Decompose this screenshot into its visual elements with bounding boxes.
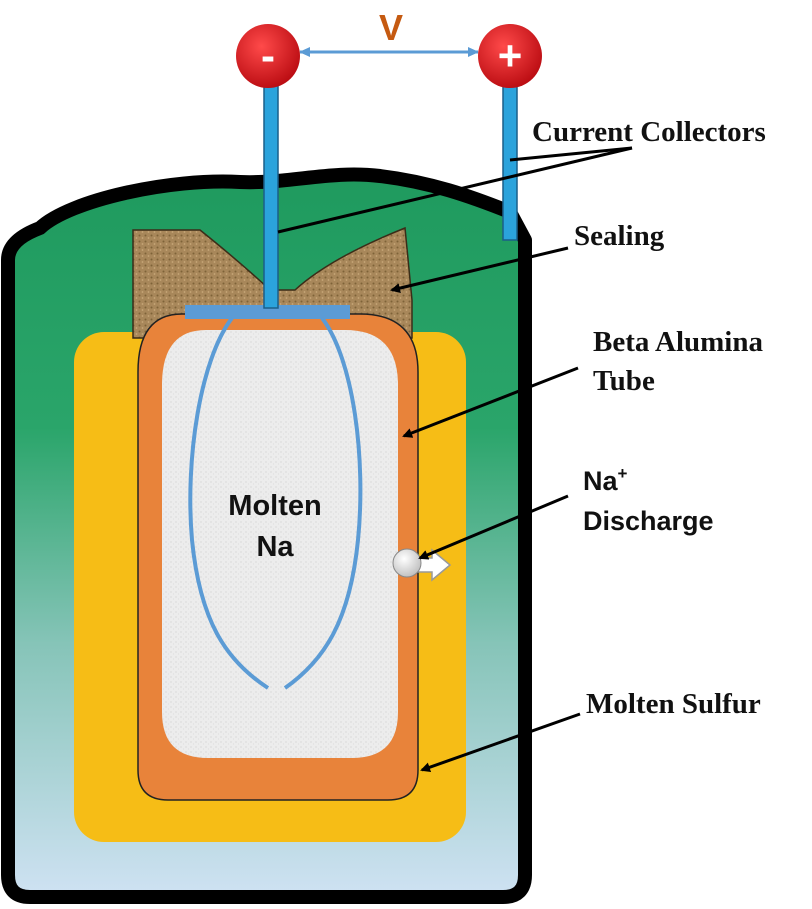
leader-na-discharge <box>418 494 569 560</box>
negative-terminal: - <box>236 24 300 88</box>
label-molten-sulfur: Molten Sulfur <box>586 688 761 720</box>
label-na-ion: Na+ <box>583 464 628 496</box>
leader-molten-sulfur <box>420 712 581 773</box>
label-current-collectors: Current Collectors <box>532 116 766 148</box>
molten-na-label-line1: Molten <box>228 490 321 522</box>
collector-loop-right <box>283 316 363 690</box>
label-sealing: Sealing <box>574 220 665 252</box>
label-na-ion-charge: + <box>618 464 628 483</box>
collector-loop-left <box>188 316 270 690</box>
collector-plate <box>185 305 350 319</box>
na-ion-icon <box>392 548 422 578</box>
positive-current-collector <box>502 69 518 241</box>
positive-terminal-sign: + <box>498 32 523 79</box>
leader-current-collectors-b <box>509 146 633 162</box>
label-na-ion-symbol: Na <box>583 466 618 496</box>
na-ion-discharge <box>392 548 452 582</box>
molten-sodium <box>162 330 398 758</box>
leader-beta-alumina <box>402 366 579 438</box>
label-beta-alumina-line1: Beta Alumina <box>593 326 763 358</box>
molten-na-label-line2: Na <box>256 531 294 563</box>
label-discharge: Discharge <box>583 506 714 536</box>
leader-sealing <box>390 246 569 294</box>
label-beta-alumina-line2: Tube <box>593 365 655 397</box>
voltage-label: V <box>379 7 403 48</box>
negative-terminal-sign: - <box>261 32 275 79</box>
negative-current-collector <box>263 69 279 309</box>
positive-terminal: + <box>478 24 542 88</box>
leader-current-collectors-a <box>277 146 633 234</box>
